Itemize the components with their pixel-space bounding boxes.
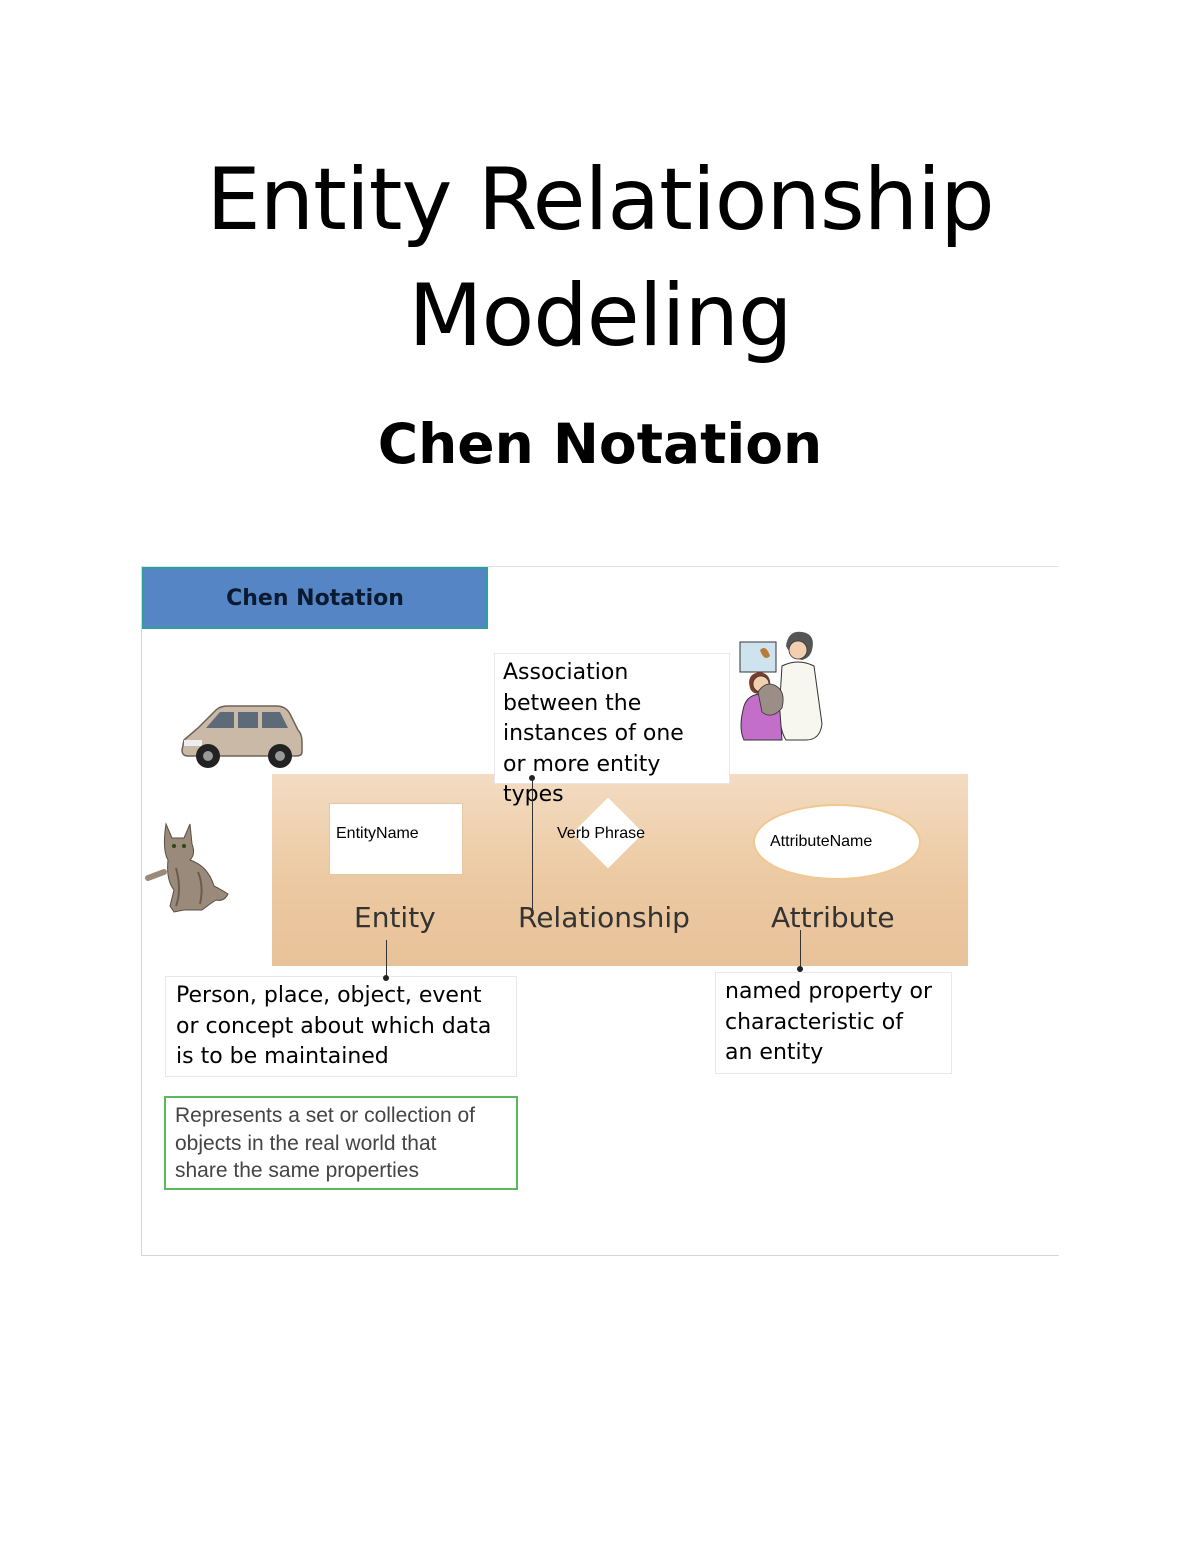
attribute-connector-line	[800, 930, 801, 970]
association-callout: Association between the instances of one…	[494, 653, 730, 807]
entity-connector-dot	[383, 975, 389, 981]
represents-callout: Represents a set or collection of object…	[164, 1096, 518, 1190]
cat-image	[145, 822, 229, 913]
relationship-label: Relationship	[518, 901, 690, 934]
represents-line: Represents a set or collection of	[175, 1104, 475, 1127]
vet-with-child-image	[739, 631, 823, 741]
attribute-label: Attribute	[771, 901, 895, 934]
entity-definition-line: is to be maintained	[176, 1044, 389, 1069]
entity-label: Entity	[354, 901, 436, 934]
entity-name-text: EntityName	[336, 825, 419, 842]
attribute-definition-line: named property or	[725, 979, 933, 1004]
diagram-header: Chen Notation	[142, 567, 488, 629]
association-callout-line: types	[503, 782, 564, 807]
attribute-name-text: AttributeName	[770, 833, 873, 850]
association-callout-line: Association	[503, 660, 629, 685]
relationship-connector-line	[532, 778, 533, 912]
document-title-line-2: Modeling	[408, 266, 792, 366]
car-image	[181, 705, 303, 768]
entity-definition-line: or concept about which data	[176, 1013, 492, 1039]
relationship-connector-dot	[529, 775, 535, 781]
association-callout-line: or more entity	[503, 751, 661, 777]
attribute-connector-dot	[797, 966, 803, 972]
attribute-definition-line: characteristic of	[725, 1009, 903, 1035]
attribute-ellipse-shape	[753, 804, 921, 880]
represents-line: objects in the real world that	[175, 1131, 437, 1155]
attribute-definition-callout: named property or characteristic of an e…	[715, 972, 952, 1074]
entity-rectangle-shape	[329, 803, 463, 875]
attribute-definition-line: an entity	[725, 1040, 824, 1065]
entity-connector-line	[386, 940, 387, 978]
represents-line: share the same properties	[175, 1159, 419, 1182]
document-subtitle: Chen Notation	[377, 412, 823, 476]
entity-definition-line: Person, place, object, event	[176, 983, 482, 1008]
verb-phrase-text: Verb Phrase	[557, 825, 646, 842]
entity-definition-callout: Person, place, object, event or concept …	[165, 976, 517, 1077]
association-callout-line: instances of one	[503, 721, 684, 746]
association-callout-line: between the	[503, 690, 642, 716]
frame-border-left	[141, 566, 142, 1256]
frame-border-bottom	[141, 1255, 1059, 1256]
document-title-line-1: Entity Relationship	[206, 150, 994, 250]
frame-border-top	[141, 566, 1059, 567]
